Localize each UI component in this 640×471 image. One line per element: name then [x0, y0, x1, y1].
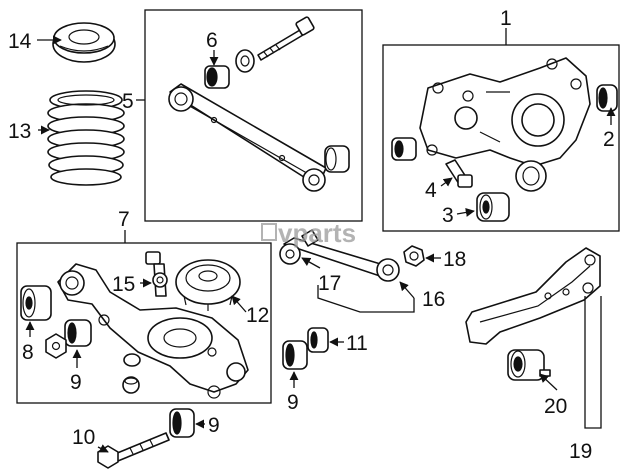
lower-arm-group-frame — [16, 242, 272, 404]
callout-labels: 14 13 5 6 1 2 4 3 7 15 12 8 9 9 11 17 18… — [8, 7, 615, 463]
lateral-arm-part — [168, 83, 327, 192]
callout-7: 7 — [118, 208, 130, 231]
knuckle-bolt-4-part — [445, 159, 473, 188]
bolt-10-part — [97, 432, 170, 469]
knuckle-bushing-3-part — [476, 192, 510, 222]
knuckle-bushing-left-part — [391, 137, 417, 161]
bushing-9-bottom-part — [169, 408, 195, 438]
callout-17: 17 — [318, 272, 341, 295]
callout-20: 20 — [544, 395, 567, 418]
lower-arm-part — [57, 263, 249, 399]
trailing-link-16-part — [279, 229, 400, 282]
callout-9-middle: 9 — [287, 391, 299, 414]
coil-spring-part — [47, 90, 125, 186]
callout-10: 10 — [72, 426, 95, 449]
spring-seat-12-part — [175, 259, 241, 311]
callout-1: 1 — [500, 7, 512, 30]
stabilizer-link-15-part — [145, 251, 168, 297]
callout-5: 5 — [122, 90, 134, 113]
callout-6: 6 — [206, 29, 218, 52]
knuckle-part — [419, 57, 591, 192]
lower-arm-nut-part — [45, 333, 67, 359]
callout-14: 14 — [8, 30, 32, 53]
callout-13: 13 — [8, 120, 31, 143]
lateral-arm-group-frame — [144, 9, 363, 222]
callout-12: 12 — [246, 304, 269, 327]
callout-16: 16 — [422, 288, 445, 311]
callout-3: 3 — [442, 204, 454, 227]
callout-8: 8 — [22, 341, 34, 364]
watermark-text: vparts — [278, 218, 356, 248]
lateral-arm-bolt-part — [257, 16, 315, 61]
vparts-watermark: vparts — [261, 218, 356, 248]
trailing-arm-bushing-20-part — [507, 349, 551, 381]
spring-pad-part — [52, 22, 116, 63]
callout-2: 2 — [603, 128, 615, 151]
nut-18-part — [403, 245, 425, 267]
knuckle-group-frame — [382, 44, 620, 232]
lower-arm-bushing-8-part — [20, 285, 52, 321]
callout-11: 11 — [346, 332, 368, 355]
bushing-11-part — [307, 327, 329, 353]
bushing-6-part — [204, 65, 230, 89]
knuckle-bushing-2-part — [596, 84, 618, 112]
trailing-arm-19-part — [465, 247, 601, 345]
bushing-9-middle-part — [282, 340, 308, 370]
lower-arm-small-bushing-part — [122, 353, 141, 394]
callout-18: 18 — [443, 248, 466, 271]
callout-9-lower-arm: 9 — [70, 371, 82, 394]
lateral-arm-bushing-part — [324, 145, 350, 173]
lower-arm-bushing-9-part — [64, 319, 92, 347]
callout-4: 4 — [425, 179, 437, 202]
washer-part — [235, 49, 255, 73]
callout-19: 19 — [569, 440, 592, 463]
callout-9-bottom: 9 — [208, 414, 220, 437]
callout-15: 15 — [112, 273, 135, 296]
leader-lines — [25, 28, 616, 453]
